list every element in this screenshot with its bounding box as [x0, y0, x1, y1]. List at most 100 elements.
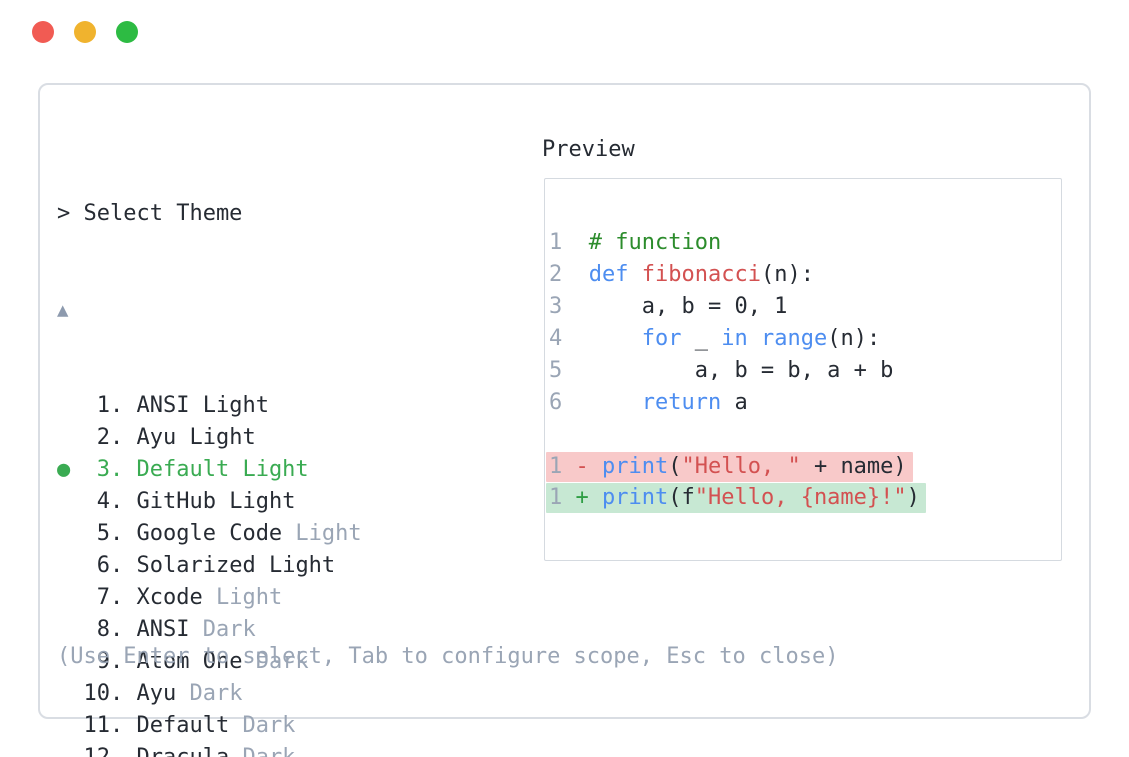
- scroll-up-icon[interactable]: ▲: [57, 299, 69, 321]
- code-line: 3 a, b = 0, 1: [549, 291, 787, 323]
- item-marker-space: [57, 617, 84, 642]
- item-number: 11.: [83, 713, 137, 738]
- minimize-button[interactable]: [74, 21, 96, 43]
- item-name: Ayu: [136, 425, 177, 450]
- item-number: 12.: [84, 745, 137, 757]
- item-name: Solarized: [136, 553, 256, 578]
- item-name: ANSI: [136, 393, 190, 418]
- line-number: 5: [549, 358, 589, 383]
- code-token: fibonacci: [641, 262, 761, 287]
- code-line: 6 return a: [549, 387, 748, 419]
- code-line: 2 def fibonacci(n):: [549, 259, 814, 291]
- theme-item-google-code-light[interactable]: 5. Google Code Light: [57, 518, 362, 550]
- code-token: (: [668, 454, 682, 479]
- code-token: (n):: [760, 262, 814, 287]
- item-variant: Dark: [242, 649, 309, 674]
- prompt: > Select Theme: [57, 201, 243, 226]
- item-variant: Dark: [189, 617, 256, 642]
- help-text: (Use Enter to select, Tab to configure s…: [57, 644, 839, 669]
- line-number: 2: [549, 262, 589, 287]
- code-token: "Hello, {name}!": [694, 485, 907, 510]
- item-variant: Light: [202, 585, 283, 610]
- code-token: "Hello, ": [681, 454, 801, 479]
- preview-title: Preview: [542, 137, 635, 162]
- code-token: # function: [588, 230, 722, 255]
- theme-item-ayu-light[interactable]: 2. Ayu Light: [57, 422, 362, 454]
- item-marker-space: [57, 553, 84, 578]
- line-number: 6: [549, 390, 589, 415]
- code-token: a, b = 0, 1: [588, 294, 788, 319]
- theme-item-ansi-dark[interactable]: 8. ANSI Dark: [57, 614, 362, 646]
- theme-item-dracula-dark[interactable]: 12. Dracula Dark: [57, 742, 362, 757]
- item-variant: Light: [189, 393, 269, 418]
- item-name: GitHub: [136, 489, 216, 514]
- theme-item-default-dark[interactable]: 11. Default Dark: [57, 710, 362, 742]
- theme-item-xcode-light[interactable]: 7. Xcode Light: [57, 582, 362, 614]
- line-number: 1: [549, 485, 576, 510]
- item-number: 3.: [83, 457, 137, 482]
- line-number: 1: [549, 454, 576, 479]
- code-token: for: [641, 326, 682, 351]
- item-number: 5.: [83, 521, 137, 546]
- item-marker-space: [57, 585, 84, 610]
- item-name: Dracula: [136, 745, 229, 757]
- theme-picker-window: > Select Theme ▲ 1. ANSI Light 2. Ayu Li…: [38, 83, 1091, 757]
- item-variant: Light: [255, 553, 336, 578]
- theme-list: 1. ANSI Light 2. Ayu Light● 3. Default L…: [57, 390, 362, 757]
- theme-picker: > Select Theme ▲ 1. ANSI Light 2. Ayu Li…: [57, 134, 362, 757]
- line-number: 1: [549, 230, 589, 255]
- item-name: ANSI: [136, 617, 190, 642]
- item-marker-space: [57, 489, 84, 514]
- theme-item-ayu-dark[interactable]: 10. Ayu Dark: [57, 678, 362, 710]
- code-token: +: [575, 485, 602, 510]
- item-number: 1.: [83, 393, 137, 418]
- item-variant: Light: [176, 425, 256, 450]
- item-marker-space: [57, 425, 84, 450]
- theme-item-default-light[interactable]: ● 3. Default Light: [57, 454, 362, 486]
- item-name: Ayu: [136, 681, 177, 706]
- item-number: 7.: [83, 585, 137, 610]
- code-token: [748, 326, 761, 351]
- item-name: Xcode: [136, 585, 203, 610]
- close-button[interactable]: [32, 21, 54, 43]
- item-marker-space: [57, 745, 84, 757]
- code-token: [629, 262, 642, 287]
- code-token: a: [721, 390, 748, 415]
- item-number: 8.: [83, 617, 137, 642]
- item-variant: Dark: [229, 713, 296, 738]
- line-number: 4: [549, 326, 589, 351]
- code-line: 1 # function: [549, 227, 721, 259]
- item-variant: Light: [282, 521, 362, 546]
- item-marker-space: [57, 521, 84, 546]
- code-line: 5 a, b = b, a + b: [549, 355, 893, 387]
- theme-item-ansi-light[interactable]: 1. ANSI Light: [57, 390, 362, 422]
- item-variant: Dark: [229, 745, 295, 757]
- code-token: ): [906, 485, 920, 510]
- code-token: print: [602, 454, 669, 479]
- item-number: 2.: [83, 425, 137, 450]
- item-number: 4.: [83, 489, 137, 514]
- item-variant: Light: [215, 489, 296, 514]
- code-token: print: [602, 485, 669, 510]
- code-token: a, b = b, a + b: [588, 358, 894, 383]
- item-number: 10.: [83, 681, 137, 706]
- item-name: Default: [136, 457, 230, 482]
- code-token: return: [641, 390, 722, 415]
- item-number: 9.: [83, 649, 137, 674]
- item-name: Default: [136, 713, 230, 738]
- code-token: [589, 326, 642, 351]
- line-number: 3: [549, 294, 589, 319]
- item-name: Google Code: [136, 521, 283, 546]
- theme-item-solarized-light[interactable]: 6. Solarized Light: [57, 550, 362, 582]
- theme-item-atom-one-dark[interactable]: 9. Atom One Dark: [57, 646, 362, 678]
- window-controls: [32, 21, 138, 43]
- code-token: in: [721, 326, 748, 351]
- item-variant: Dark: [176, 681, 243, 706]
- code-token: [589, 390, 642, 415]
- diff-added-line: 1 + print(f"Hello, {name}!"): [546, 483, 926, 513]
- zoom-button[interactable]: [116, 21, 138, 43]
- theme-item-github-light[interactable]: 4. GitHub Light: [57, 486, 362, 518]
